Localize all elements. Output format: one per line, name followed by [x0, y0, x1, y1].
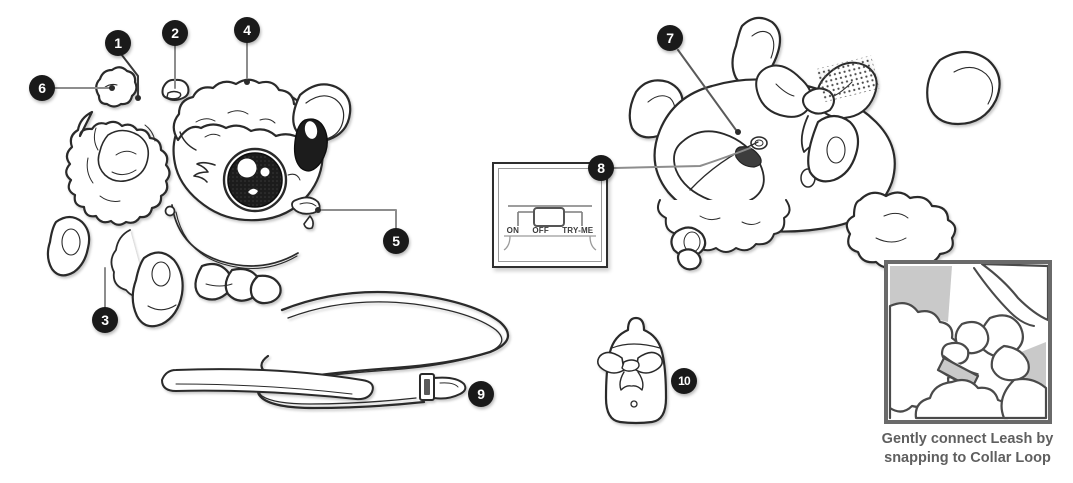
leash-attachment-drawing	[886, 262, 1050, 422]
callout-8[interactable]: 8	[588, 155, 614, 181]
callout-5[interactable]: 5	[383, 228, 409, 254]
power-switch-detail: ON OFF TRY-ME	[492, 162, 608, 268]
inset-caption-line-1: Gently connect Leash by	[881, 431, 1054, 447]
inset-caption: Gently connect Leash by snapping to Coll…	[860, 430, 1073, 468]
leash	[161, 290, 510, 410]
switch-label-on: ON	[506, 226, 520, 235]
callout-9[interactable]: 9	[468, 381, 494, 407]
switch-panel-border	[498, 168, 602, 262]
callout-2[interactable]: 2	[162, 20, 188, 46]
switch-label-try-me: TRY-ME	[562, 226, 594, 235]
callout-3[interactable]: 3	[92, 307, 118, 333]
lamb-back-view	[628, 16, 1001, 271]
callout-7[interactable]: 7	[657, 25, 683, 51]
callout-leaders	[54, 42, 751, 309]
switch-drawing	[503, 205, 597, 251]
leash-attachment-detail	[884, 260, 1052, 424]
lamb-front-view	[46, 66, 352, 328]
callout-1[interactable]: 1	[105, 30, 131, 56]
callout-10[interactable]: 10	[671, 368, 697, 394]
callout-6[interactable]: 6	[29, 75, 55, 101]
bottle	[596, 316, 668, 425]
switch-label-off: OFF	[532, 226, 549, 235]
inset-caption-line-2: snapping to Collar Loop	[884, 450, 1051, 466]
switch-position-labels: ON OFF TRY-ME	[494, 226, 606, 235]
callout-4[interactable]: 4	[234, 17, 260, 43]
